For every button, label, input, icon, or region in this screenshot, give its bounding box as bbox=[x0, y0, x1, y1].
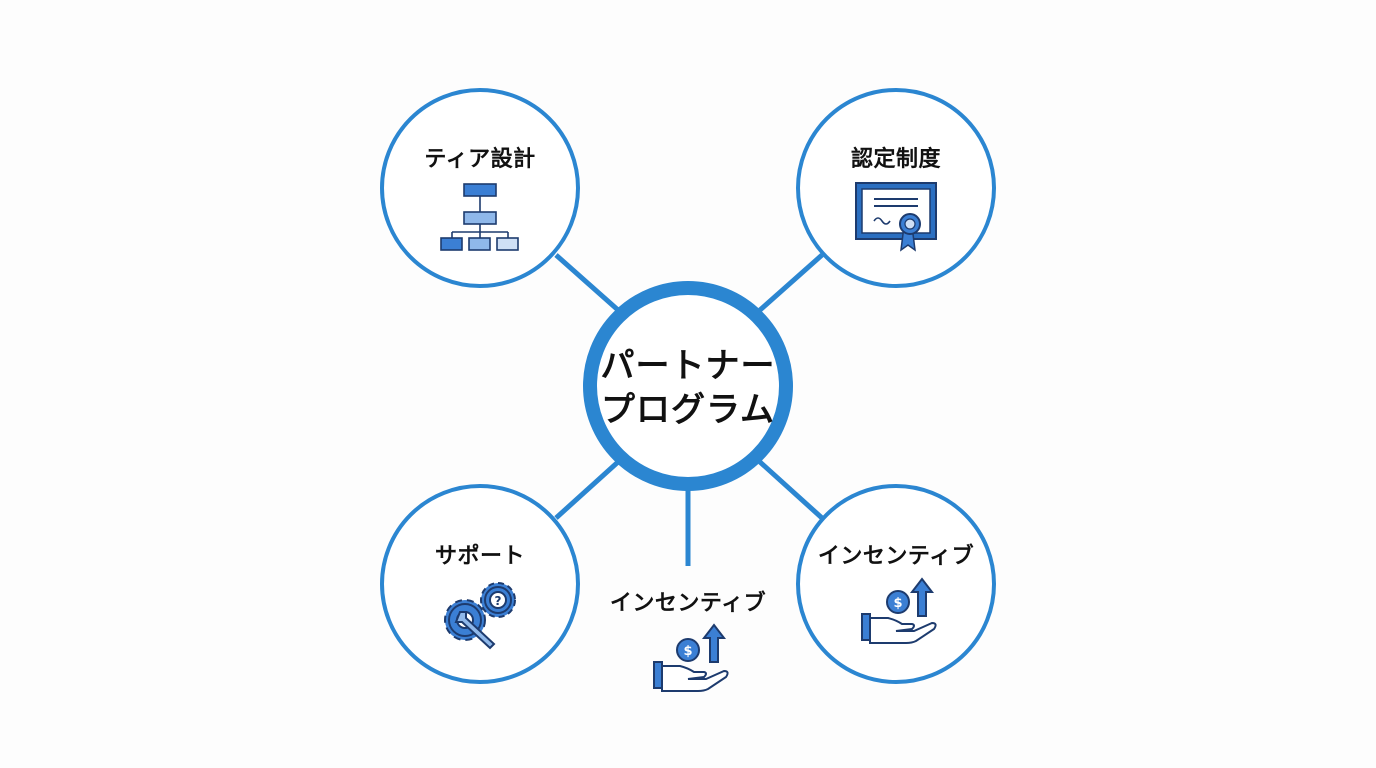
gears-wrench-question-icon: ? bbox=[444, 582, 516, 650]
node-label-cert: 認定制度 bbox=[850, 147, 942, 172]
hierarchy-chart-icon bbox=[440, 183, 519, 251]
bottom-branch-label: インセンティブ bbox=[609, 591, 767, 616]
connector-tier bbox=[554, 253, 620, 312]
connector-support bbox=[554, 460, 620, 520]
svg-text:$: $ bbox=[683, 644, 692, 659]
connector-incentive-right bbox=[758, 460, 824, 520]
center-title: パートナー プログラム bbox=[601, 344, 776, 432]
center-title-line2: プログラム bbox=[601, 390, 775, 430]
node-label-tier: ティア設計 bbox=[424, 147, 536, 172]
svg-text:?: ? bbox=[495, 594, 502, 608]
center-title-line1: パートナー bbox=[600, 346, 776, 386]
svg-text:$: $ bbox=[893, 596, 902, 611]
hand-coin-arrow-icon-bottom: $ bbox=[653, 623, 729, 692]
node-circle-incentive-right bbox=[796, 484, 996, 684]
hand-coin-arrow-icon-right: $ bbox=[861, 577, 937, 644]
connector-cert bbox=[758, 253, 824, 312]
center-circle bbox=[583, 281, 793, 491]
node-label-incentive-right: インセンティブ bbox=[817, 544, 975, 569]
node-label-support: サポート bbox=[434, 544, 526, 569]
node-circle-support bbox=[380, 484, 580, 684]
certificate-icon bbox=[855, 182, 937, 252]
